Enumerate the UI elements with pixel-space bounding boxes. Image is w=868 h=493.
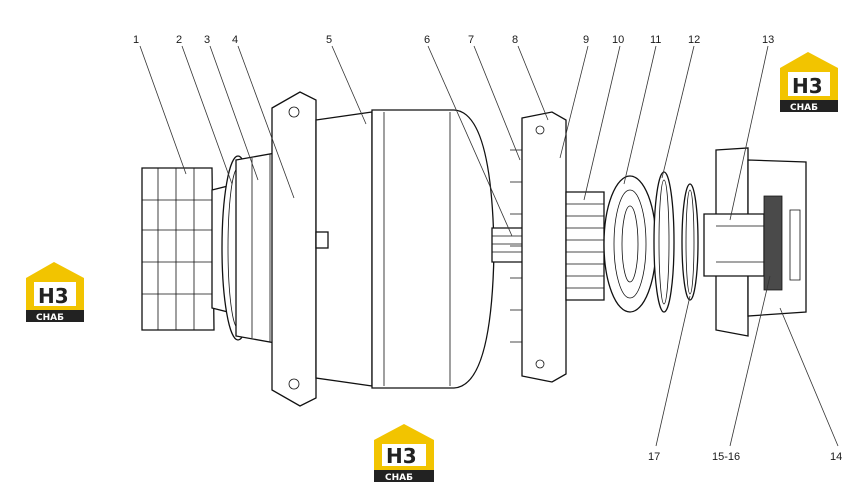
callout-6: 6 <box>424 34 430 46</box>
callout-15-16: 15-16 <box>712 451 740 463</box>
callout-1: 1 <box>133 34 139 46</box>
part-5-housing <box>271 91 495 407</box>
logo-text: CHAБ <box>385 473 413 483</box>
callout-8: 8 <box>512 34 518 46</box>
part-17-snap-ring <box>681 183 699 301</box>
logo-text: CHAБ <box>790 103 818 113</box>
callout-14: 14 <box>830 451 842 463</box>
callout-labels: 1 2 3 4 5 6 7 8 9 10 11 12 13 17 15-16 1… <box>133 34 842 463</box>
part-11-piston <box>603 175 657 313</box>
callout-9: 9 <box>583 34 589 46</box>
callout-17: 17 <box>648 451 660 463</box>
part-13-end-cover <box>703 147 807 337</box>
logo-mark: H3 <box>792 74 823 98</box>
part-9-10-spring-pack <box>565 191 605 301</box>
callout-5: 5 <box>326 34 332 46</box>
callout-4: 4 <box>232 34 238 46</box>
logo-watermark-top-right: H3 CHAБ <box>780 52 838 113</box>
part-1-spline-hub <box>141 167 229 331</box>
callout-7: 7 <box>468 34 474 46</box>
callout-13: 13 <box>762 34 774 46</box>
leader-lines <box>139 45 839 447</box>
logo-watermark-left: H3 CHAБ <box>26 262 84 323</box>
callout-10: 10 <box>612 34 624 46</box>
callout-2: 2 <box>176 34 182 46</box>
logo-watermark-bottom: H3 CHAБ <box>374 424 434 483</box>
callout-3: 3 <box>204 34 210 46</box>
logo-mark: H3 <box>386 444 417 468</box>
callout-11: 11 <box>650 34 661 46</box>
logo-mark: H3 <box>38 284 69 308</box>
callout-12: 12 <box>688 34 700 46</box>
part-12-ring <box>653 171 675 313</box>
logo-text: CHAБ <box>36 313 64 323</box>
